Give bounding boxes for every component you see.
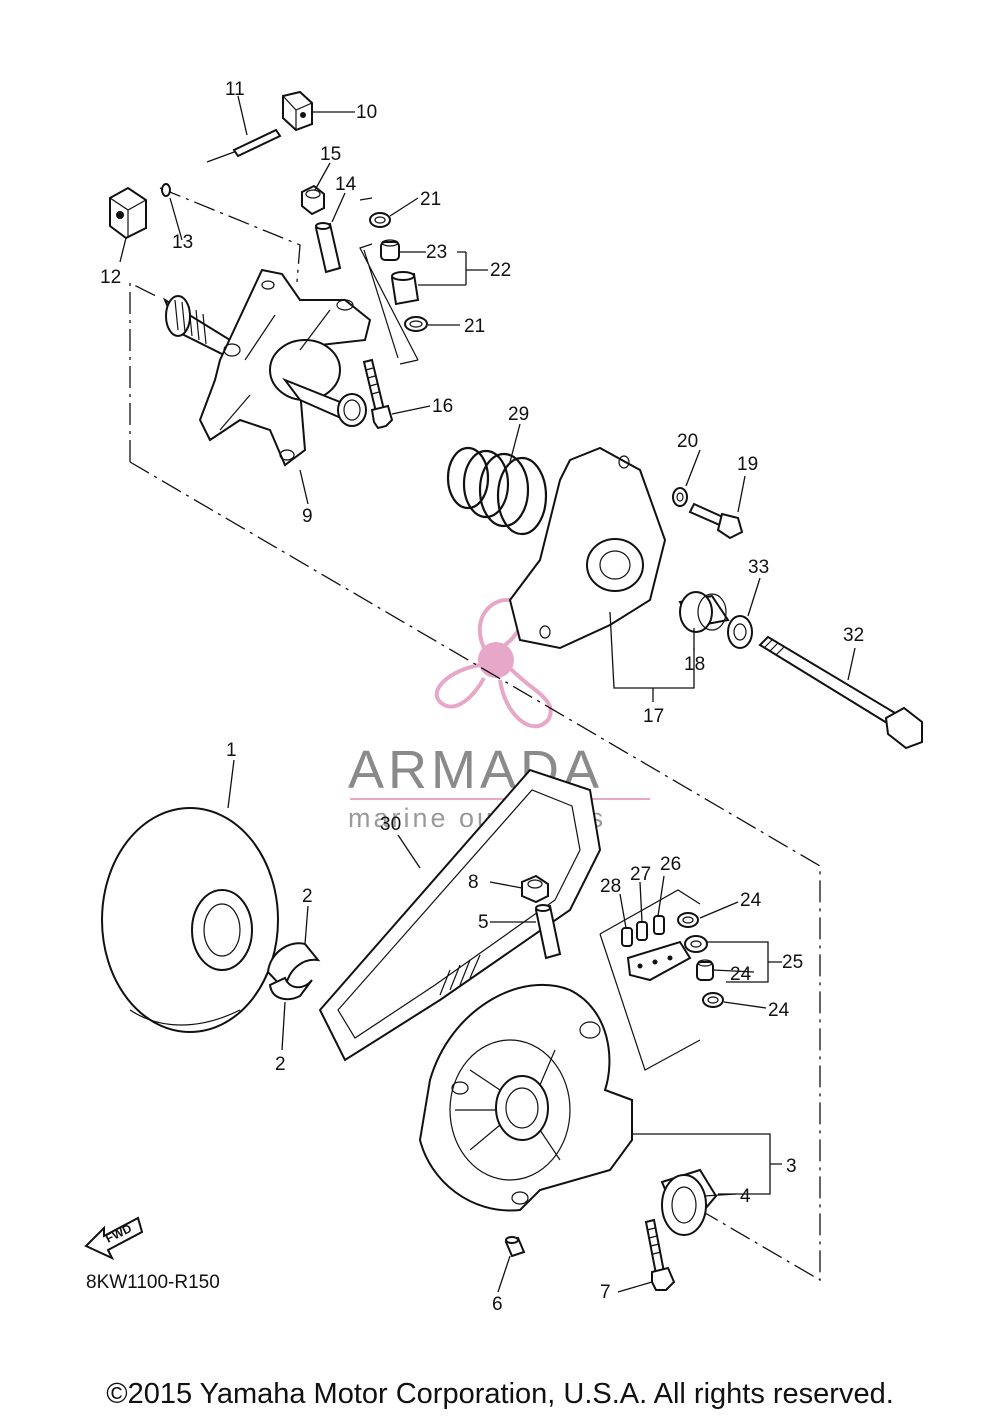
- diagram-code: 8KW1100-R150: [86, 1272, 220, 1293]
- washer-21-top: [369, 212, 391, 228]
- nut-16: [301, 184, 325, 216]
- label-27: 26: [660, 854, 681, 875]
- bushing-23: [380, 239, 400, 261]
- label-12: 11: [225, 79, 245, 100]
- label-8: 8: [468, 872, 479, 893]
- label-6: 6: [492, 1294, 503, 1315]
- watermark: ARMADA marine outboards: [348, 597, 650, 833]
- label-24-bottom: 24: [768, 1000, 790, 1021]
- washer-24-top: [677, 912, 699, 928]
- copyright-text: ©2015 Yamaha Motor Corporation, U.S.A. A…: [106, 1378, 894, 1410]
- label-22: 22: [490, 260, 511, 281]
- label-2-top: 2: [302, 886, 313, 907]
- label-5: 5: [478, 912, 489, 933]
- washer-24-bottom: [702, 992, 724, 1008]
- bolt-19: [688, 502, 744, 540]
- label-2-bottom: 2: [275, 1054, 286, 1075]
- o-ring-13: [161, 183, 171, 197]
- label-3: 3: [786, 1156, 797, 1177]
- label-20: 20: [677, 431, 698, 452]
- slider-block-10: [282, 90, 313, 132]
- label-15: 16: [432, 396, 453, 417]
- washer-20: [672, 487, 688, 507]
- movable-sheave-3: [418, 983, 633, 1212]
- pin-12: [232, 128, 282, 158]
- label-16: 15: [320, 144, 341, 165]
- bushing-22: [390, 271, 420, 306]
- pin-6: [504, 1236, 526, 1258]
- label-4: 4: [740, 1186, 751, 1207]
- label-7: 7: [600, 1282, 611, 1303]
- label-11: 12: [100, 267, 121, 288]
- cam-cover-17: [508, 446, 667, 650]
- label-24-top: 24: [740, 890, 762, 911]
- washer-33: [727, 615, 753, 649]
- label-9: 9: [302, 506, 313, 527]
- bracket-27-29: [599, 889, 701, 1071]
- label-23: 23: [426, 242, 447, 263]
- slider-block-11: [109, 186, 147, 240]
- bushing-26: [696, 959, 714, 981]
- label-21-bottom: 21: [464, 316, 485, 337]
- label-32: 32: [843, 625, 864, 646]
- label-14: 14: [335, 174, 357, 195]
- spider-assembly-9: [162, 268, 372, 467]
- label-25: 25: [782, 952, 803, 973]
- belt-31: [318, 768, 602, 1062]
- bushing-25: [684, 935, 708, 953]
- label-18: 18: [684, 654, 705, 675]
- pins-27-28-29: [621, 915, 692, 982]
- bearing-4: [660, 1168, 718, 1236]
- washer-21-bottom: [404, 316, 428, 332]
- fwd-arrow-icon: FWD: [84, 1216, 144, 1261]
- label-21-top: 21: [420, 189, 441, 210]
- sheave-1: [101, 807, 279, 1033]
- leader-lines: [119, 95, 856, 1293]
- collar-14: [314, 222, 342, 274]
- spring-30: [446, 446, 548, 536]
- bolt-32: [758, 635, 923, 750]
- label-33: 33: [748, 557, 769, 578]
- bolt-7: [644, 1218, 676, 1291]
- label-19: 19: [737, 454, 758, 475]
- label-17: 17: [643, 706, 664, 727]
- label-29: 28: [600, 876, 621, 897]
- callout-labels: 11 10 15 14 21 23 22 13 12 21 16 29 9 20…: [100, 79, 864, 1315]
- label-10: 10: [356, 102, 377, 123]
- bushing-18: [678, 591, 730, 633]
- label-28: 27: [630, 864, 651, 885]
- nut-8: [521, 874, 549, 904]
- collar-5: [534, 904, 562, 960]
- label-13: 13: [172, 232, 193, 253]
- label-26: 24: [730, 964, 752, 985]
- bushing-2: [266, 942, 321, 1001]
- label-30: 29: [508, 404, 529, 425]
- bolt-15: [362, 358, 394, 430]
- label-31: 30: [380, 814, 401, 835]
- label-1: 1: [226, 740, 237, 761]
